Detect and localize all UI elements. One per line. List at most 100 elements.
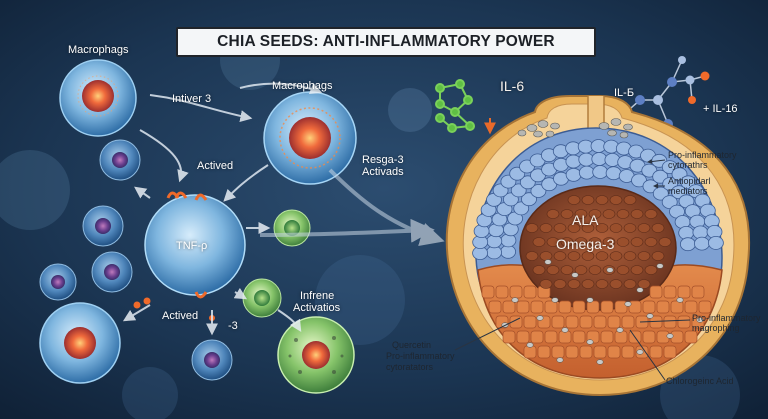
core-granule [616,209,630,219]
tissue-cell [607,315,621,329]
core-granule [588,265,602,275]
core-granule [532,237,546,247]
core-granule [581,279,595,289]
tissue-cell [684,330,698,344]
core-granule [651,251,665,261]
core-granule [567,279,581,289]
label-intiver: Intiver 3 [172,93,212,105]
label-actived-bottom: Actived [162,310,199,322]
tissue-cell [663,285,677,299]
blue-cell [513,201,530,216]
blue-cell [694,236,710,251]
label-il6: IL-6 [500,78,525,94]
core-granule [637,251,651,261]
tissue-cell [502,330,516,344]
core-granule [539,223,553,233]
small-cell-purple-3 [39,263,77,301]
blue-cell [604,152,621,167]
tissue-cell [551,345,565,359]
small-cell-purple-2 [82,205,124,247]
seed-tissue-cells [481,285,712,359]
tissue-cell [698,300,712,314]
macrophage-top-left [59,59,137,137]
tissue-cell [586,300,600,314]
label-antiopidarl-2: mediators [668,186,708,196]
tissue-cell [516,300,530,314]
core-granule [595,279,609,289]
molecule-blue-chain [617,56,710,129]
tissue-cell [649,345,663,359]
core-granule [637,223,651,233]
cytokine-dots [133,297,215,321]
tissue-cell [663,315,677,329]
macrophage-center [263,91,357,185]
tissue-cell [628,300,642,314]
tissue-cell [579,345,593,359]
tissue-cell [530,300,544,314]
tissue-cell [677,285,691,299]
tissue-cell [621,315,635,329]
grey-particle [624,301,632,307]
core-granule [574,265,588,275]
label-infrene-2: Activatios [293,302,341,314]
stem-particles [517,118,633,139]
core-granule [595,223,609,233]
tissue-cell [656,300,670,314]
macrophage-bottom-left [39,302,121,384]
label-proinf-cyt-bottom-2: cytoratators [386,362,434,372]
tissue-cell [509,285,523,299]
label-proinf-mag-2: magrophing [692,323,740,333]
label-ala: ALA [572,212,599,228]
tissue-cell [600,300,614,314]
core-granule [616,265,630,275]
grey-particle [656,263,664,269]
grey-particle [544,259,552,265]
tissue-cell [593,345,607,359]
blue-cell [680,237,696,252]
label-quercetin: Quercetin [392,340,432,350]
seed-core-granules [525,195,672,289]
grey-particle [586,297,594,303]
label-proinf-cyt-top-2: cytorathrs [668,160,708,170]
core-granule [560,265,574,275]
tissue-cell [523,315,537,329]
core-granule [581,251,595,261]
tissue-cell [670,300,684,314]
activated-cell-tnf [144,191,246,299]
core-granule [567,251,581,261]
tissue-cell [642,300,656,314]
tissue-cell [488,300,502,314]
tissue-cell [551,315,565,329]
core-granule [623,251,637,261]
core-granule [560,237,574,247]
label-actived-top: Actived [197,160,234,172]
label-antiopidarl-1: Antiopidarl [668,176,711,186]
core-granule [623,223,637,233]
tissue-cell [677,315,691,329]
core-granule [616,237,630,247]
core-granule [581,223,595,233]
grey-particle [586,339,594,345]
grey-particle [526,342,534,348]
blue-cell [565,154,582,169]
core-granule [553,223,567,233]
core-granule [630,209,644,219]
grey-particle [636,349,644,355]
core-granule [630,237,644,247]
leader-lines [454,159,691,381]
grey-particle [556,357,564,363]
core-granule [609,223,623,233]
core-granule [581,195,595,205]
grey-particle [596,359,604,365]
tissue-cell [558,300,572,314]
label-macrophags-left: Macrophags [68,44,129,56]
tissue-cell [614,300,628,314]
blue-cell [591,152,608,166]
grey-particle [606,267,614,273]
tissue-cell [684,300,698,314]
core-granule [595,251,609,261]
tissue-cell [523,285,537,299]
tissue-cell [495,285,509,299]
core-granule [602,237,616,247]
